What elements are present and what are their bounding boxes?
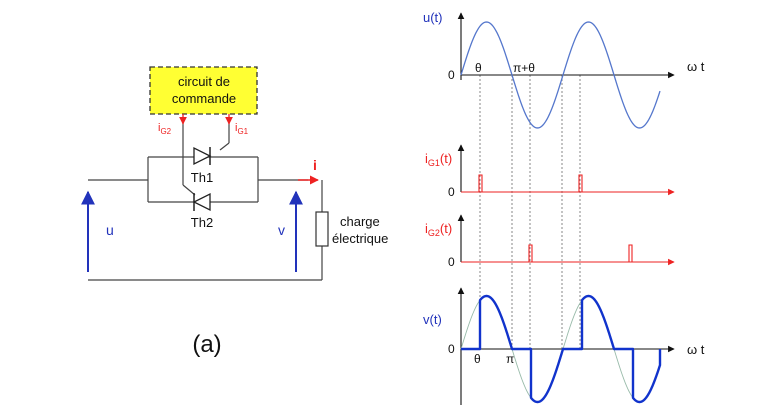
v-zero-label: 0 — [448, 342, 455, 356]
gate-axes — [461, 188, 675, 266]
ig1-graph-label: iG1(t) — [425, 151, 452, 168]
waveforms: u(t) ω t 0 θ π+θ iG1(t) 0 iG2(t) 0 v(t) … — [423, 10, 705, 405]
v-theta-label: θ — [474, 352, 481, 366]
gate2-pulses — [528, 244, 633, 262]
circuit-schematic: circuit de commande iG2 iG1 i Th1 Th2 u … — [81, 66, 388, 358]
control-box — [149, 66, 258, 115]
guide-lines — [479, 75, 581, 349]
source-voltage-label: u — [106, 222, 114, 238]
gate1-pulses — [478, 174, 583, 192]
v-axis-label: ω t — [687, 342, 705, 357]
ig1-zero-label: 0 — [448, 185, 455, 199]
panel-label: (a) — [192, 331, 221, 358]
u-zero-label: 0 — [448, 68, 455, 82]
output-voltage-curve — [461, 294, 662, 404]
u-axis-label: ω t — [687, 59, 705, 74]
gate1-label: iG1 — [235, 122, 249, 136]
thyristor-th2 — [192, 192, 211, 212]
u-pi-plus-theta-label: π+θ — [513, 61, 535, 75]
input-sine-curve — [460, 21, 661, 129]
u-theta-label: θ — [475, 61, 482, 75]
load-resistor — [315, 211, 329, 247]
load-label-line2: électrique — [332, 231, 388, 246]
control-box-line2: commande — [172, 91, 236, 106]
ig2-zero-label: 0 — [448, 255, 455, 269]
ig2-graph-label: iG2(t) — [425, 221, 452, 238]
v-pi-label: π — [506, 352, 514, 366]
load-voltage-label: v — [278, 222, 285, 238]
graph-axes — [457, 12, 675, 405]
gate2-label: iG2 — [158, 122, 172, 136]
u-graph-label: u(t) — [423, 10, 443, 25]
load-label-line1: charge — [340, 214, 380, 229]
thyristor-th1 — [193, 146, 212, 166]
th2-label: Th2 — [191, 215, 213, 230]
v-graph-label: v(t) — [423, 312, 442, 327]
current-label: i — [313, 157, 317, 173]
th1-label: Th1 — [191, 170, 213, 185]
control-box-line1: circuit de — [178, 74, 230, 89]
